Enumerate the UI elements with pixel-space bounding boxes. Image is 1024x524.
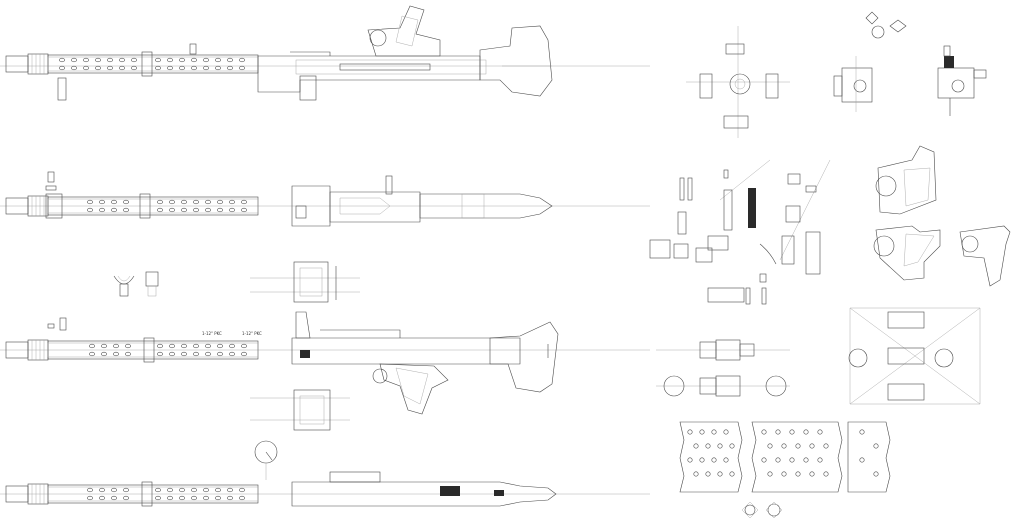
gun-side-view-2: 1-12" PKC 1-12" PKC bbox=[0, 311, 650, 415]
sight-assembly-cross bbox=[686, 26, 790, 138]
barrel-jacket-flat-3 bbox=[847, 421, 891, 493]
flash-hider-views bbox=[848, 307, 981, 405]
receiver-cross-section-upper bbox=[250, 261, 360, 303]
gun-side-view-1 bbox=[0, 5, 650, 101]
gun-top-view bbox=[0, 171, 650, 227]
bottom-small-parts bbox=[741, 501, 783, 519]
annotation-label: 1-12" PKC bbox=[202, 331, 222, 336]
bolt-assembly-side bbox=[937, 45, 987, 116]
receiver-cross-section-lower bbox=[250, 389, 350, 431]
front-sight-detail bbox=[113, 271, 159, 297]
grip-plate-bottom bbox=[873, 225, 941, 281]
grip-plate-outline bbox=[959, 225, 1011, 287]
annotation-label: 1-12" PKC bbox=[242, 331, 262, 336]
gun-bottom-view bbox=[0, 440, 650, 507]
trigger-parts-exploded bbox=[649, 159, 831, 305]
bolt-assembly-front bbox=[833, 11, 907, 112]
barrel-jacket-flat-1 bbox=[679, 421, 743, 493]
muzzle-device-detail bbox=[656, 339, 790, 397]
grip-plate-top bbox=[875, 145, 937, 215]
barrel-jacket-flat-2 bbox=[751, 421, 843, 493]
